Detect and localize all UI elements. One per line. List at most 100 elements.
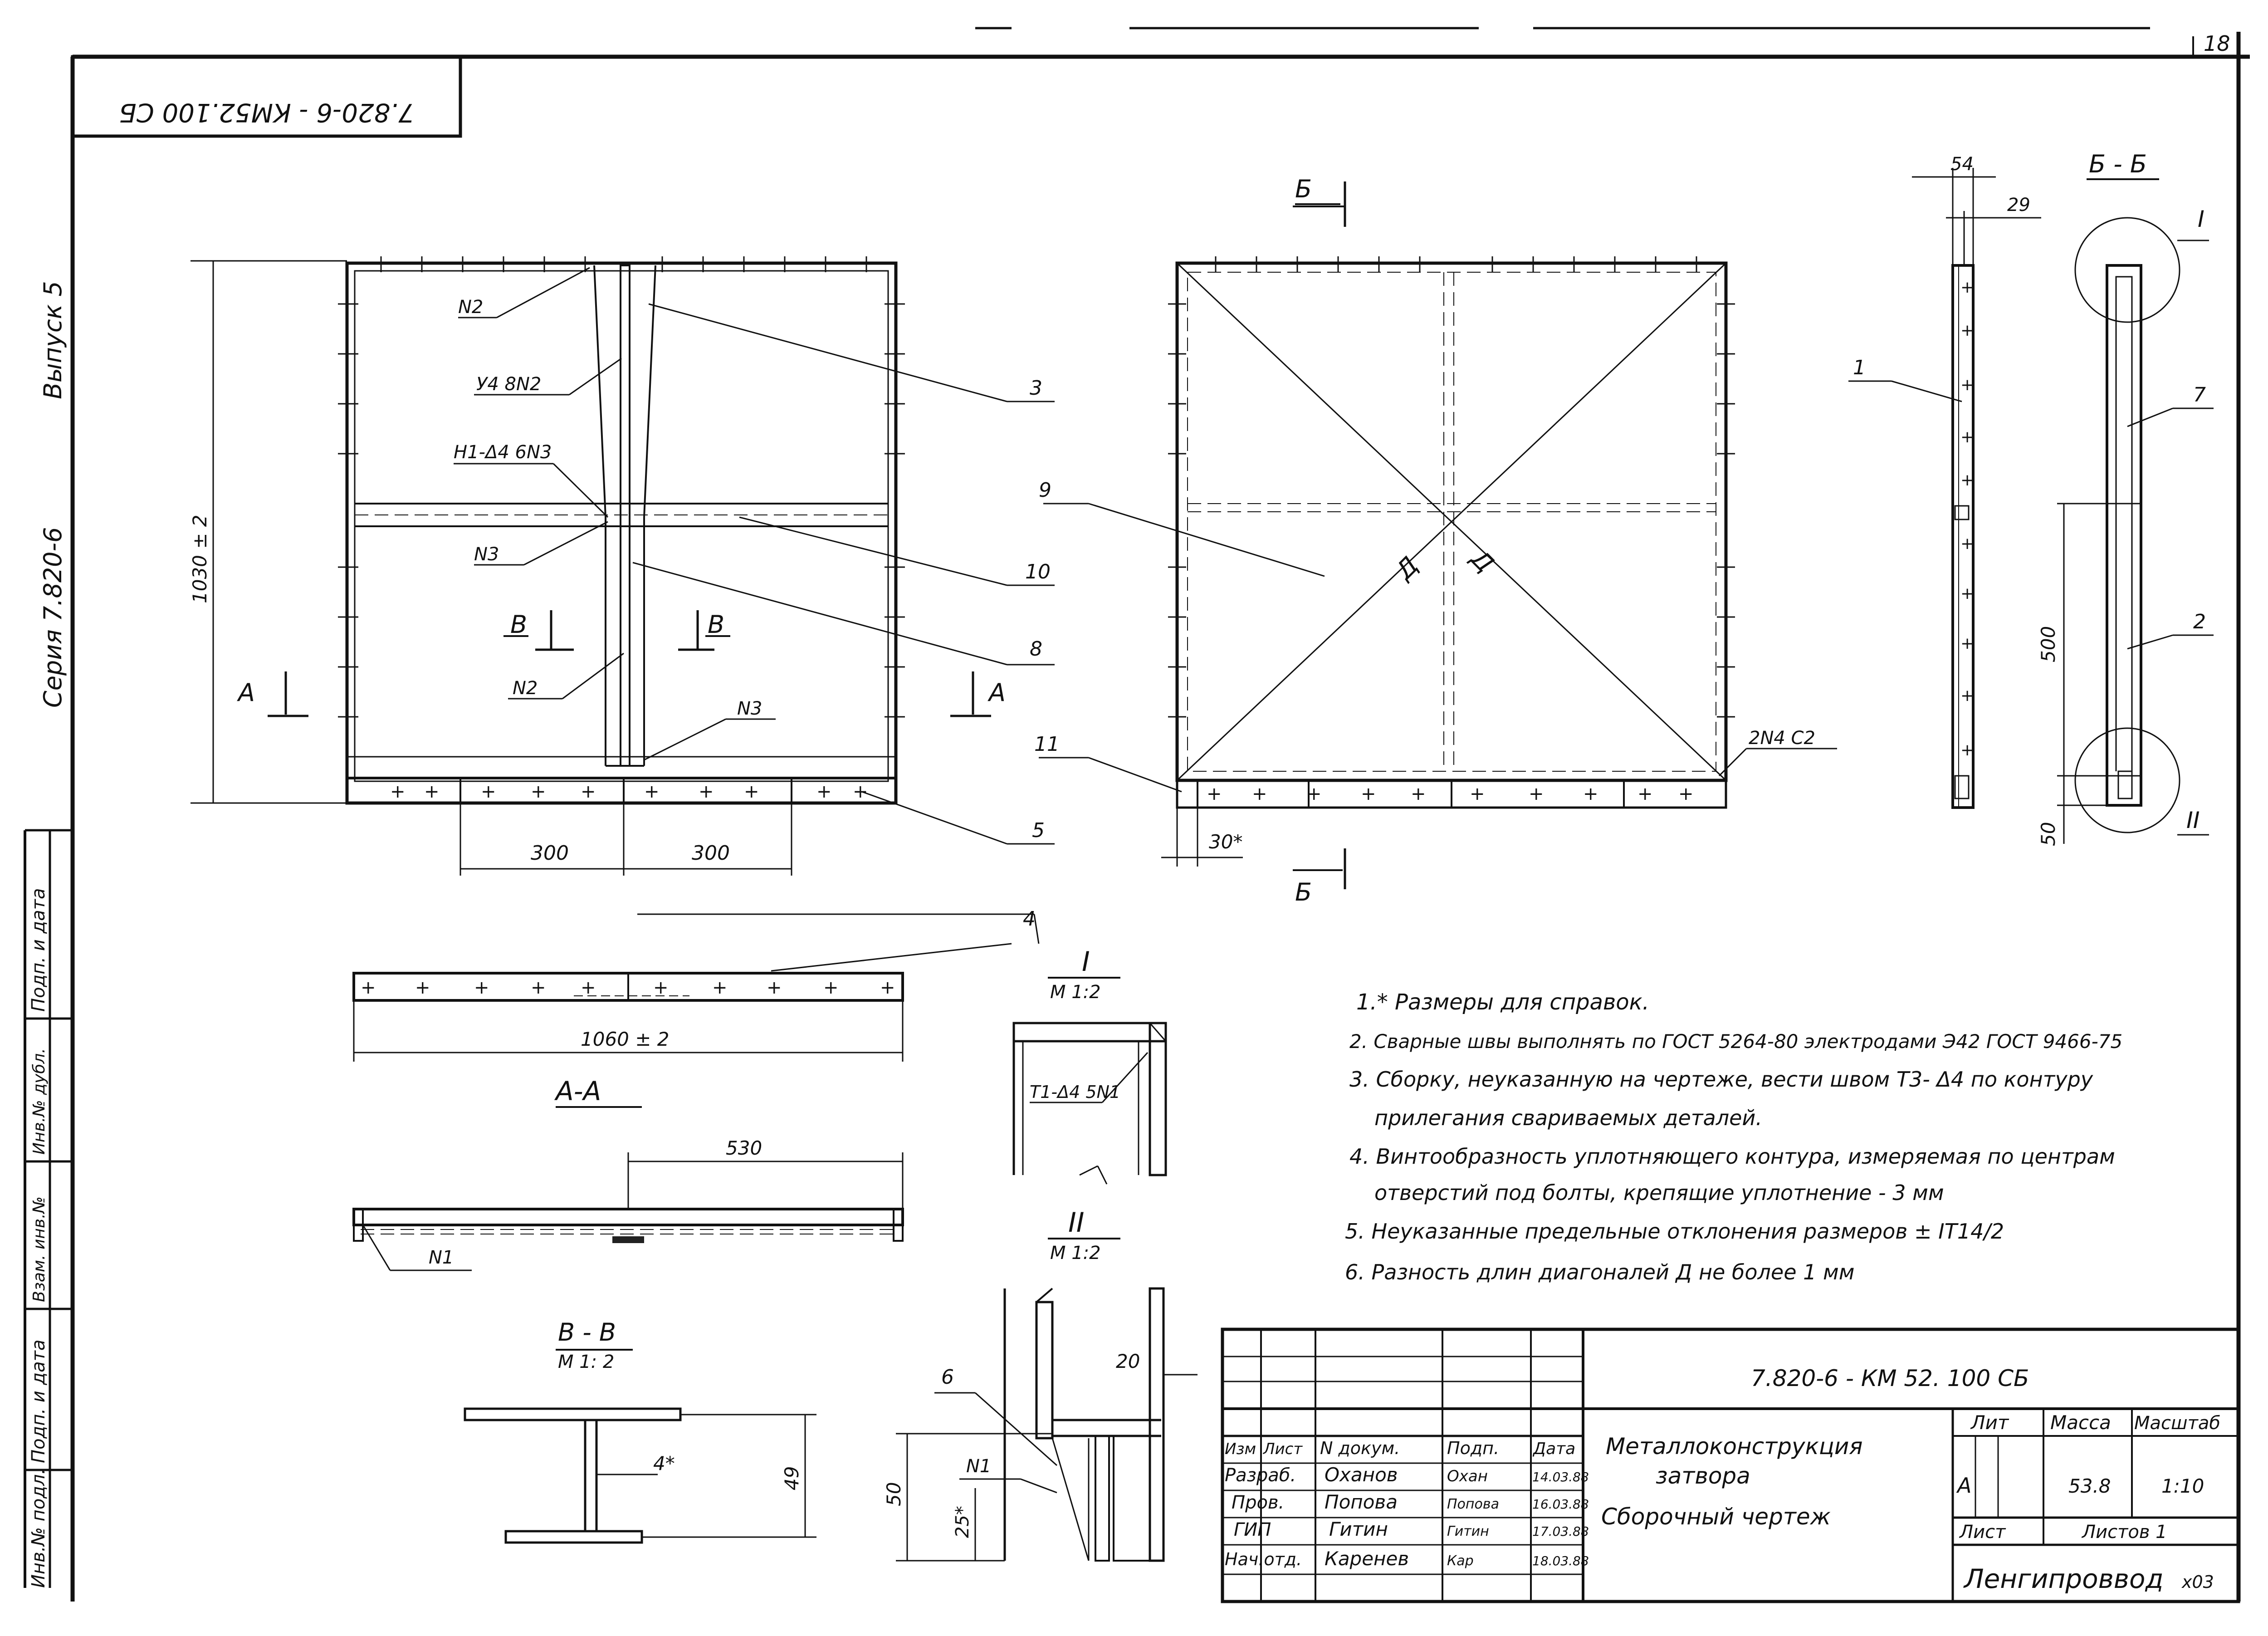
svg-text:+: +	[1960, 634, 1974, 653]
svg-text:+: +	[531, 977, 546, 998]
section-vv-scale: М 1: 2	[558, 1352, 614, 1372]
callout-n3-low: N3	[737, 698, 762, 719]
tb-lit-header: Лит	[1970, 1411, 2009, 1434]
detail-2-scale: М 1:2	[1050, 1243, 1101, 1264]
svg-text:+: +	[581, 977, 596, 998]
tb-product-2: затвора	[1656, 1463, 1750, 1489]
aa-dim-530: 530	[726, 1137, 762, 1159]
svg-text:+: +	[1960, 428, 1974, 446]
marker-6: 6	[941, 1366, 954, 1389]
issue-label: Выпуск 5	[39, 281, 67, 399]
note-3b: прилегания свариваемых деталей.	[1374, 1106, 1762, 1130]
section-a-left: А	[237, 678, 255, 707]
tb-head-list: Лист	[1262, 1440, 1303, 1458]
section-a-right: А	[987, 678, 1006, 707]
tb-sign-3: Кар	[1447, 1553, 1474, 1569]
tb-head-sign: Подп.	[1447, 1438, 1499, 1458]
svg-text:+: +	[531, 781, 546, 802]
svg-text:+: +	[816, 781, 832, 802]
marker-4: 4	[1023, 907, 1036, 931]
svg-text:+: +	[1637, 784, 1653, 804]
detail-mark-2: II	[2186, 807, 2200, 833]
svg-text:+: +	[1960, 321, 1974, 340]
rear-view: +++ +++ +++ + Д Д Б Б	[1034, 175, 1837, 906]
marker-7: 7	[2193, 383, 2206, 407]
detail-2: II М 1:2 20 50 25* 6 N1	[883, 1207, 1198, 1562]
section-vv-title: В - В	[558, 1318, 616, 1347]
svg-text:+: +	[390, 781, 406, 802]
tb-date-0: 14.03.88	[1532, 1469, 1589, 1484]
note-3: 3. Сборку, неуказанную на чертеже, вести…	[1349, 1067, 2093, 1092]
svg-text:+: +	[699, 781, 714, 802]
detail-mark-1: I	[2198, 206, 2204, 232]
front-dim-left: 300	[531, 842, 569, 865]
aa-callout-n1: N1	[429, 1247, 454, 1268]
bb-dim-500: 500	[2037, 626, 2059, 662]
side-view: +++ +++ +++ + 54 29 1	[1848, 154, 2041, 809]
svg-text:+: +	[1252, 784, 1267, 804]
svg-text:+: +	[1960, 376, 1974, 394]
tb-mass-header: Масса	[2050, 1411, 2111, 1434]
front-view: ++ +++ +++ ++ 1030 ± 2 300 300 А А В В	[189, 256, 1055, 876]
svg-text:+: +	[1960, 741, 1974, 759]
note-5: 5. Неуказанные предельные отклонения раз…	[1345, 1219, 2004, 1244]
svg-text:+: +	[653, 977, 669, 998]
section-bb-title: Б - Б	[2089, 150, 2147, 178]
tb-product-3: Сборочный чертеж	[1601, 1504, 1831, 1530]
vv-dim-4: 4*	[653, 1452, 675, 1474]
rear-bolt-marks: +++ +++ +++ +	[1207, 784, 1694, 804]
svg-text:+: +	[767, 977, 782, 998]
svg-text:+: +	[415, 977, 430, 998]
marker-8: 8	[1030, 637, 1042, 661]
tb-date-3: 18.03.88	[1532, 1553, 1589, 1568]
bb-dim-50: 50	[2037, 822, 2059, 846]
svg-text:+: +	[1583, 784, 1598, 804]
svg-text:+: +	[1361, 784, 1376, 804]
svg-text:+: +	[712, 977, 728, 998]
marker-2: 2	[2193, 610, 2206, 633]
tb-name-1: Попова	[1325, 1491, 1398, 1513]
svg-text:+: +	[1678, 784, 1694, 804]
tb-mass-value: 53.8	[2068, 1475, 2111, 1497]
marker-11: 11	[1034, 733, 1060, 756]
note-1: 1.* Размеры для справок.	[1356, 989, 1649, 1015]
tb-scale-header: Масштаб	[2134, 1413, 2220, 1434]
section-bb: Б - Б I II 500 50 7 2	[2037, 150, 2214, 846]
svg-text:+: +	[481, 781, 496, 802]
front-bottom-plate	[459, 778, 792, 803]
callout-n2-top: N2	[458, 297, 483, 318]
side-bolts: +++ +++ +++ +	[1960, 278, 1974, 759]
note-4: 4. Винтообразность уплотняющего контура,…	[1349, 1144, 2115, 1169]
detail-2-dim-50: 50	[883, 1482, 905, 1506]
svg-text:+: +	[361, 977, 376, 998]
detail-2-title: II	[1068, 1207, 1084, 1239]
marker-3: 3	[1030, 377, 1042, 400]
note-2: 2. Сварные швы выполнять по ГОСТ 5264-80…	[1349, 1030, 2122, 1053]
tb-sheet-label: Лист	[1959, 1522, 2006, 1543]
tb-role-0: Разраб.	[1225, 1465, 1296, 1486]
aa-top-bolts: +++ +++ +++ +	[361, 977, 895, 998]
svg-text:+: +	[853, 781, 868, 802]
svg-text:+: +	[1960, 278, 1974, 297]
svg-text:+: +	[581, 781, 596, 802]
tb-date-1: 16.03.88	[1532, 1497, 1589, 1512]
svg-text:+: +	[1411, 784, 1426, 804]
vv-dim-49: 49	[781, 1466, 803, 1490]
svg-text:+: +	[644, 781, 660, 802]
rear-dim-30: 30*	[1209, 831, 1242, 853]
tb-format: х03	[2181, 1572, 2214, 1592]
section-v-left: В	[510, 610, 527, 639]
callout-n3-mid: N3	[474, 544, 499, 565]
cut-b-top: Б	[1295, 175, 1312, 203]
notes: 1.* Размеры для справок. 2. Сварные швы …	[1345, 989, 2122, 1284]
side-dim-54: 54	[1950, 154, 1974, 175]
side-strip: Выпуск 5 Серия 7.820-6 Подп. и дата Инв.…	[24, 281, 73, 1588]
tb-sign-1: Попова	[1447, 1496, 1499, 1512]
detail-1: I М 1:2 Т1-Δ4 5N1	[1012, 946, 1167, 1185]
tb-scale-value: 1:10	[2161, 1475, 2204, 1497]
side-replace-inv: Взам. инв.№	[30, 1196, 49, 1302]
cut-b-bottom: Б	[1295, 878, 1312, 906]
aa-dim-1060: 1060 ± 2	[581, 1028, 670, 1050]
detail-1-scale: М 1:2	[1050, 982, 1101, 1003]
